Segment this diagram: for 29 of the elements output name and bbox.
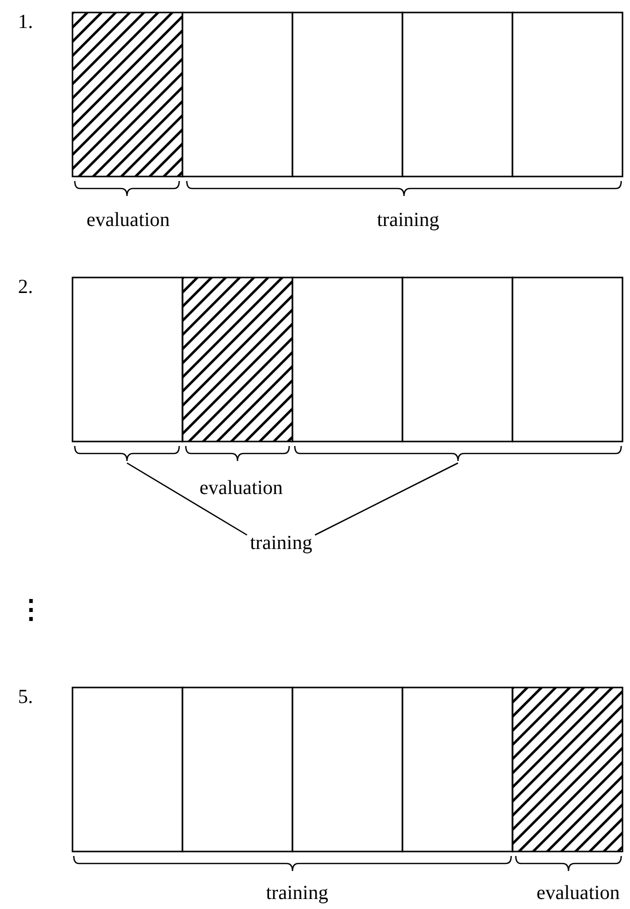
fold-box [292,12,403,177]
hatched-fold-box [182,277,293,442]
label-text: evaluation [86,209,170,231]
fold-box [72,687,183,852]
hatched-fold-box [512,687,623,852]
fold-box [402,687,513,852]
label-text: training [377,209,440,231]
label-text: evaluation [200,477,283,499]
fold-number: 2. [18,276,33,298]
leader-line [126,462,248,536]
fold-box [402,12,513,177]
brace [74,446,180,461]
label-text: evaluation [536,882,620,904]
fold-box [292,687,403,852]
fold-box [72,277,183,442]
ellipsis: ⋮ [18,595,44,625]
brace [294,446,622,461]
label-text: training [266,882,328,904]
fold-box [402,277,513,442]
fold-box [182,12,293,177]
fold-box [292,277,403,442]
fold-box [512,277,623,442]
fold-number: 1. [18,11,33,33]
fold-box [512,12,623,177]
fold-number: 5. [18,686,33,708]
fold-box [182,687,293,852]
hatched-fold-box [72,12,183,177]
label-text: training [250,532,312,554]
leader-line [314,462,458,536]
